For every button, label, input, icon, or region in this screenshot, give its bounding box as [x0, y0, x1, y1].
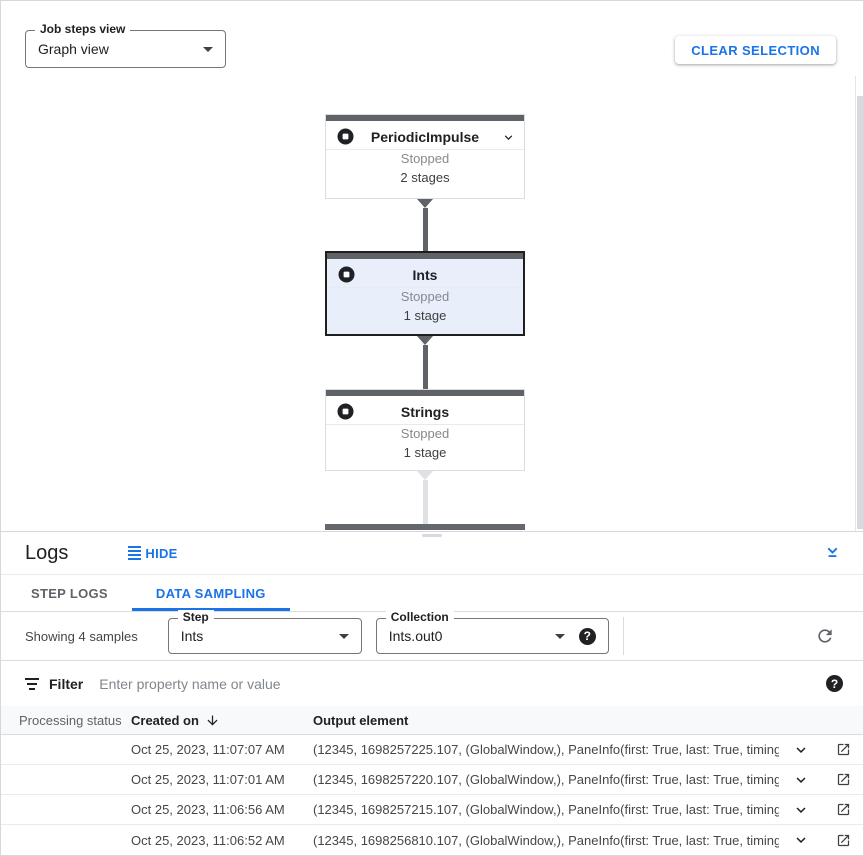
tab-step-logs[interactable]: STEP LOGS	[31, 585, 108, 601]
clear-selection-button[interactable]: CLEAR SELECTION	[675, 36, 836, 64]
sampling-toolbar: Showing 4 samples Step Ints Collection I…	[1, 610, 863, 661]
node-topbar	[326, 390, 524, 396]
open-in-new-button[interactable]	[823, 742, 863, 757]
chevron-down-icon	[796, 776, 806, 783]
node-title: PeriodicImpulse	[370, 128, 480, 145]
open-in-new-button[interactable]	[823, 833, 863, 848]
edge-arrow-icon	[417, 199, 433, 208]
chevron-down-icon[interactable]	[501, 130, 516, 148]
expand-row-button[interactable]	[779, 831, 823, 849]
dropdown-arrow-icon	[554, 633, 565, 639]
cell-created-on: Oct 25, 2023, 11:06:52 AM	[131, 832, 285, 848]
collection-select[interactable]: Collection Ints.out0 ?	[375, 610, 609, 654]
graph-node-partial-topbar	[325, 524, 525, 530]
chevron-down-icon	[796, 837, 806, 843]
node-stages: 1 stage	[403, 445, 447, 460]
open-in-new-button[interactable]	[823, 802, 863, 817]
node-status: Stopped	[400, 151, 450, 166]
filter-input[interactable]	[99, 675, 814, 692]
panel-drag-handle[interactable]	[422, 534, 442, 537]
col-created-on[interactable]: Created on	[131, 713, 313, 728]
sort-descending-icon[interactable]	[205, 713, 220, 728]
dropdown-arrow-icon	[203, 46, 213, 52]
col-output-element: Output element	[313, 712, 409, 728]
filter-bar: Filter ?	[1, 661, 863, 706]
expand-row-button[interactable]	[779, 741, 823, 759]
table-row[interactable]: Oct 25, 2023, 11:06:52 AM (12345, 169825…	[1, 825, 863, 855]
open-in-new-icon	[837, 834, 849, 846]
collection-help-icon[interactable]: ?	[578, 627, 596, 645]
graph-node-strings[interactable]: Strings Stopped 1 stage	[325, 389, 525, 471]
node-status: Stopped	[400, 426, 450, 441]
edge-arrow-icon	[417, 471, 433, 480]
cell-output-element: (12345, 1698256810.107, (GlobalWindow,),…	[313, 832, 779, 848]
node-stages: 1 stage	[403, 308, 447, 323]
cell-output-element: (12345, 1698257220.107, (GlobalWindow,),…	[313, 772, 779, 787]
collection-select-label: Collection	[385, 610, 454, 624]
filter-help-icon[interactable]: ?	[826, 675, 843, 692]
step-select[interactable]: Step Ints	[167, 610, 362, 654]
graph-scrollbar-thumb[interactable]	[857, 96, 863, 529]
open-in-new-icon	[837, 743, 849, 756]
expand-row-button[interactable]	[779, 771, 823, 789]
col-processing-status: Processing status	[19, 712, 122, 728]
node-title: Ints	[412, 266, 438, 283]
edge-ints-strings	[325, 336, 525, 389]
collection-select-value: Ints.out0	[388, 628, 443, 644]
graph-node-ints[interactable]: Ints Stopped 1 stage	[325, 251, 525, 336]
chevron-down-icon	[796, 746, 806, 753]
node-topbar	[326, 115, 524, 121]
cell-output-element: (12345, 1698257225.107, (GlobalWindow,),…	[313, 742, 779, 757]
cell-created-on: Oct 25, 2023, 11:06:56 AM	[131, 802, 285, 817]
hide-logs-label: HIDE	[145, 545, 178, 561]
cell-output-element: (12345, 1698257215.107, (GlobalWindow,),…	[313, 802, 779, 817]
hide-logs-button[interactable]: HIDE	[128, 546, 177, 561]
edge-periodicimpulse-ints	[325, 199, 525, 251]
stop-circle-icon	[338, 266, 355, 286]
graph-node-periodicimpulse[interactable]: PeriodicImpulse Stopped 2 stages	[325, 114, 525, 199]
job-steps-view-select[interactable]: Job steps view Graph view	[25, 22, 226, 68]
stop-circle-icon	[337, 403, 354, 423]
showing-samples-text: Showing 4 samples	[25, 628, 138, 644]
node-title: Strings	[400, 403, 450, 420]
tab-data-sampling[interactable]: DATA SAMPLING	[132, 575, 290, 611]
table-row[interactable]: Oct 25, 2023, 11:07:07 AM (12345, 169825…	[1, 735, 863, 765]
graph-scrollbar[interactable]	[855, 76, 863, 531]
stop-circle-icon	[337, 128, 354, 148]
drawer-lines-icon	[128, 546, 142, 560]
edge-strings-next	[325, 471, 525, 524]
filter-icon	[25, 677, 39, 690]
samples-table: Processing status Created on Output elem…	[1, 706, 863, 855]
chevron-down-icon	[796, 806, 806, 813]
refresh-button[interactable]	[813, 624, 837, 648]
filter-label: Filter	[49, 675, 84, 692]
cell-created-on: Oct 25, 2023, 11:07:01 AM	[131, 772, 285, 787]
table-row[interactable]: Oct 25, 2023, 11:06:56 AM (12345, 169825…	[1, 795, 863, 825]
logs-panel: Logs HIDE STEP LOGS DATA SAMPLING Showin…	[1, 531, 863, 855]
refresh-icon	[818, 629, 832, 643]
step-select-label: Step	[177, 610, 214, 624]
job-steps-view-value: Graph view	[38, 41, 109, 57]
node-status: Stopped	[400, 289, 450, 304]
table-row[interactable]: Oct 25, 2023, 11:07:01 AM (12345, 169825…	[1, 765, 863, 795]
node-stages: 2 stages	[400, 170, 450, 185]
edge-arrow-icon	[417, 336, 433, 345]
logs-panel-title: Logs	[25, 541, 69, 564]
collapse-to-bottom-icon	[827, 547, 838, 558]
expand-row-button[interactable]	[779, 801, 823, 819]
step-select-value: Ints	[180, 628, 204, 644]
table-header-row: Processing status Created on Output elem…	[1, 706, 863, 735]
dropdown-arrow-icon	[338, 633, 349, 639]
open-in-new-button[interactable]	[823, 772, 863, 787]
logs-header: Logs HIDE	[1, 532, 863, 574]
logs-tabs: STEP LOGS DATA SAMPLING	[1, 574, 863, 612]
open-in-new-icon	[837, 773, 849, 786]
cell-created-on: Oct 25, 2023, 11:07:07 AM	[131, 742, 285, 757]
collapse-panel-button[interactable]	[822, 541, 843, 565]
job-graph-section: Job steps view Graph view CLEAR SELECTIO…	[1, 1, 863, 531]
job-steps-view-label: Job steps view	[35, 22, 131, 36]
toolbar-divider	[622, 617, 624, 655]
open-in-new-icon	[837, 803, 849, 816]
node-topbar	[327, 253, 523, 259]
